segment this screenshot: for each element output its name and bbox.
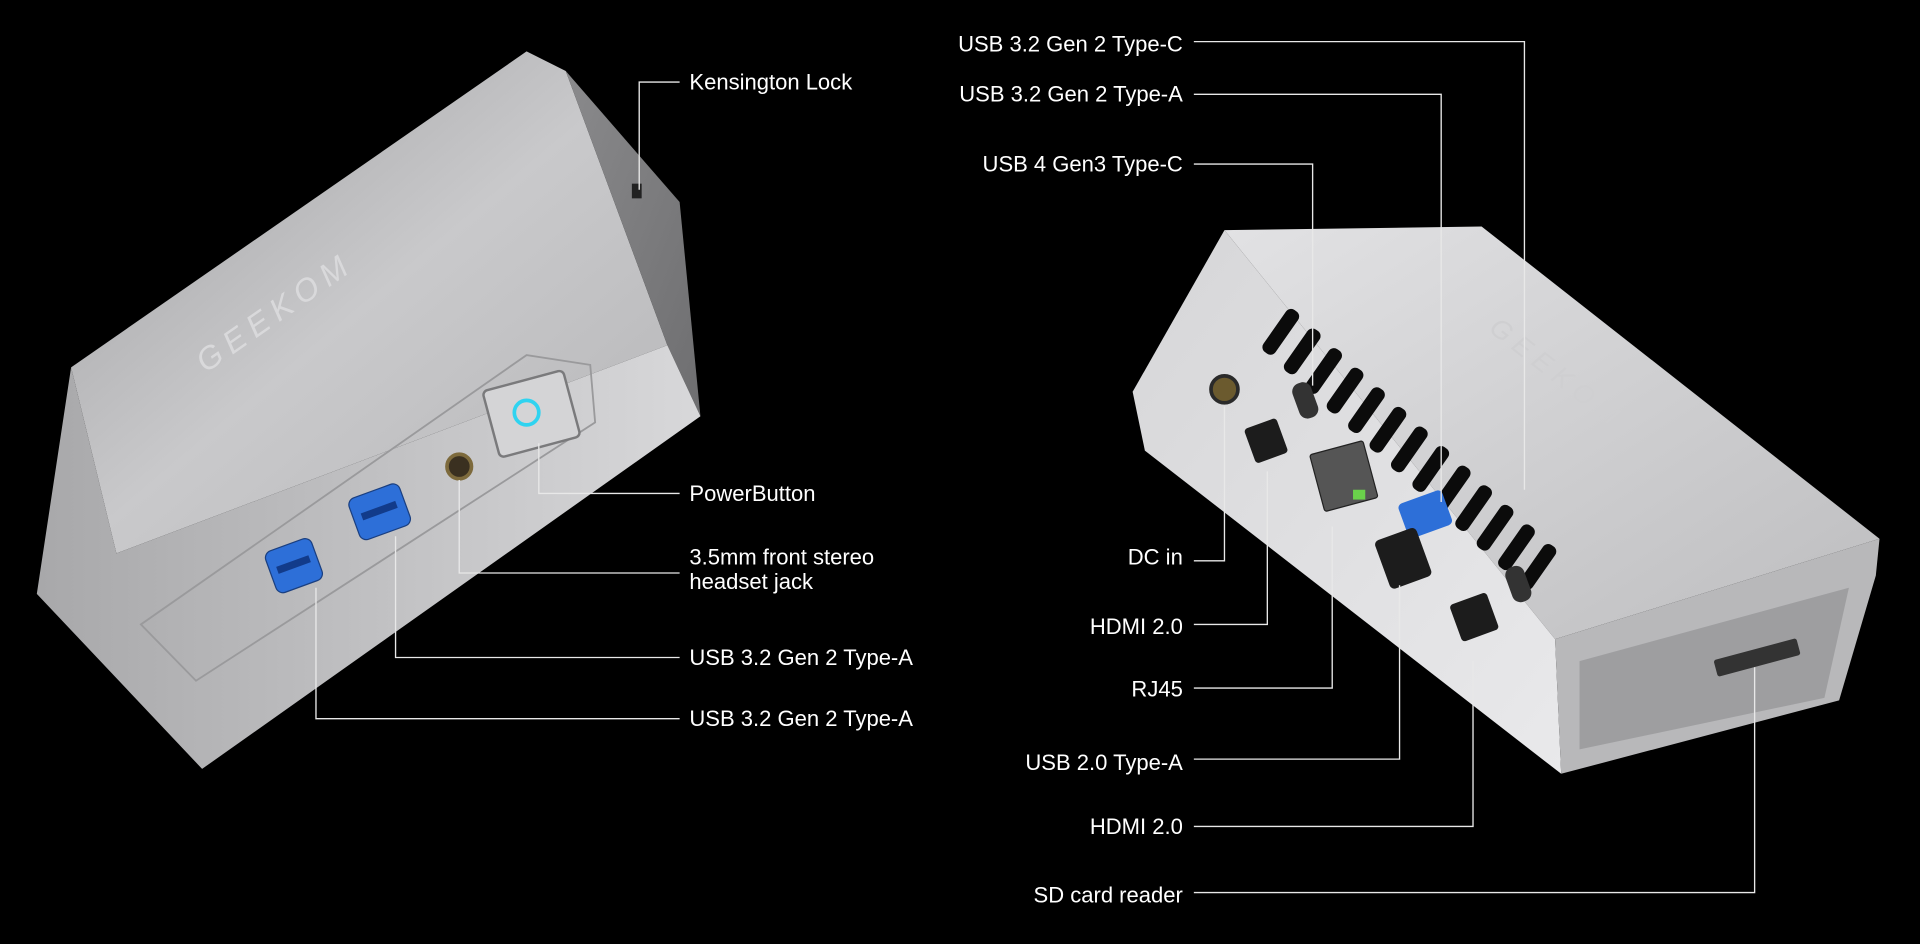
vent-slots [1262,308,1557,590]
chassis-top [71,51,668,554]
label-usb-a-gen2: USB 3.2 Gen 2 Type-A [959,82,1183,107]
usb-a-gen2-port [1398,490,1453,539]
power-button[interactable] [482,369,581,458]
chassis-front [36,345,701,769]
label-hdmi-1: HDMI 2.0 [1090,614,1183,639]
label-headset-jack-2: headset jack [689,569,814,594]
usb2-port [1375,527,1432,589]
rj45-led [1353,489,1366,500]
vent-slot [1283,328,1321,375]
usb-a-port-1 [264,538,324,594]
leader-lines [315,40,1756,894]
label-kensington-lock: Kensington Lock [689,69,853,94]
power-icon [512,398,541,427]
vent-slot [1412,446,1450,492]
label-dc-in: DC in [1128,544,1183,569]
side-vent-grille [1579,587,1849,750]
vent-slot [1305,348,1343,394]
front-panel-inset [139,354,597,682]
vent-slot [1262,308,1300,355]
label-hdmi-2: HDMI 2.0 [1090,814,1183,839]
front-labels: Kensington Lock PowerButton 3.5mm front … [689,69,913,731]
vent-slot [1498,524,1535,571]
label-rj45: RJ45 [1131,677,1182,702]
label-usb-a-1: USB 3.2 Gen 2 Type-A [689,645,913,670]
mini-pc-front-view: GEEKOM [36,51,701,769]
sd-card-slot [1714,638,1801,677]
label-power-button: PowerButton [689,481,815,506]
label-usb4: USB 4 Gen3 Type-C [983,151,1183,176]
vent-slot [1476,504,1514,551]
dc-in-port [1209,374,1240,405]
usb-c-gen2-port [1505,565,1532,603]
mini-pc-rear-view: GEEKOM [1132,226,1880,774]
rear-labels: USB 3.2 Gen 2 Type-C USB 3.2 Gen 2 Type-… [958,31,1183,907]
label-headset-jack-1: 3.5mm front stereo [689,544,874,569]
vent-slot [1326,367,1364,414]
headset-jack [445,452,474,481]
label-usb2: USB 2.0 Type-A [1025,750,1183,775]
label-sd-card: SD card reader [1034,882,1183,907]
kensington-lock-slot [631,183,642,199]
vent-slot [1455,485,1492,531]
usb-a-port-2 [348,483,412,541]
vent-slot [1348,387,1385,434]
hdmi-port-2 [1450,593,1499,642]
vent-slot [1390,426,1428,473]
chassis-top [1224,226,1880,640]
vent-slot [1519,544,1557,590]
usb4-port [1292,382,1319,419]
label-usb-a-2: USB 3.2 Gen 2 Type-A [689,706,913,731]
chassis-side-vent [565,71,701,417]
label-usb-c-gen2: USB 3.2 Gen 2 Type-C [958,31,1183,56]
vent-slot [1369,406,1407,453]
hdmi-port-1 [1244,418,1288,463]
